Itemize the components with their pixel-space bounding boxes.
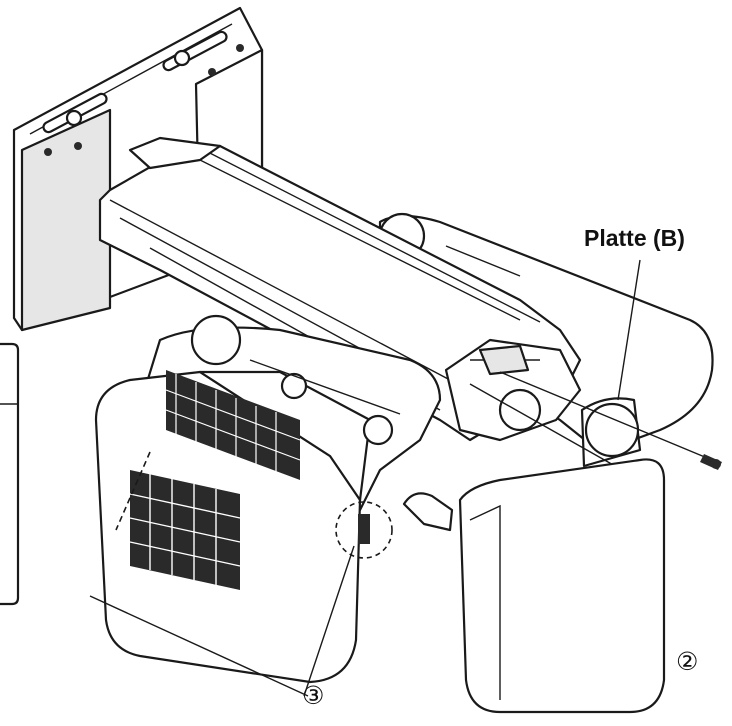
left-edge-bracket: [0, 342, 20, 606]
plate-b-label: Platte (B): [584, 225, 685, 251]
step-2-label: ②: [676, 648, 698, 676]
arm-end-connector: [444, 338, 582, 442]
plate-b-leader: [617, 259, 641, 401]
dashed-indicator: [115, 451, 151, 531]
vent-grille-top: [165, 370, 301, 480]
step-3-label: ③: [302, 682, 324, 710]
screw-icon: [700, 454, 722, 470]
callout-circle: [335, 501, 393, 559]
vent-grille-side: [129, 470, 241, 590]
label-3-leaders: [89, 545, 355, 697]
projector-front-panel: [402, 458, 666, 714]
callout-latch: [358, 514, 370, 544]
plate-b-part: [580, 397, 642, 468]
